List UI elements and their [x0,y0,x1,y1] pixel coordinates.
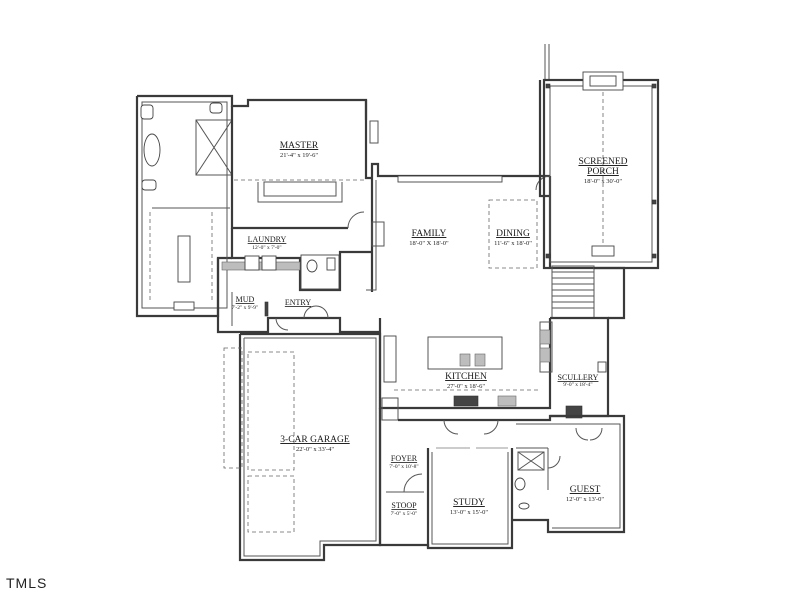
front-rooms: FOYER 7'-0" x 10'-8" STOOP 7'-0" x 5'-0"… [378,397,514,550]
room-label-family: FAMILY [412,229,447,239]
room-dim-laundry: 12'-0" x 7'-0" [252,245,281,251]
stairs [551,265,626,320]
service-wing: LAUNDRY 12'-0" x 7'-0" MUD 7'-2" x 9'-9"… [216,228,380,334]
room-label-kitchen: KITCHEN [445,372,487,382]
room-dim-kitchen: 27'-0" x 18'-6" [447,383,485,390]
screened-porch: SCREENED PORCH 18'-0" x 30'-0" [538,44,660,270]
room-label-study: STUDY [453,498,485,508]
room-dim-scullery: 9'-0" x 18'-4" [563,382,592,388]
room-dim-stoop: 7'-0" x 5'-0" [391,511,418,517]
room-dim-foyer: 7'-0" x 10'-8" [389,464,418,470]
room-label-master: MASTER [280,141,319,151]
room-label-dining: DINING [496,229,530,239]
room-dim-dining: 11'-6" x 18'-0" [494,240,532,247]
family-dining: FAMILY 18'-0" X 18'-0" DINING 11'-6" x 1… [366,162,552,292]
room-label-foyer: FOYER [391,454,418,463]
kitchen: KITCHEN 27'-0" x 18'-6" [378,318,552,410]
room-label-garage: 3-CAR GARAGE [280,435,350,445]
room-dim-garage: 22'-0" x 33'-4" [296,446,334,453]
room-dim-master: 21'-4" x 19'-6" [280,152,318,159]
room-label-entry: ENTRY [285,298,311,307]
room-dim-guest: 12'-0" x 13'-0" [566,496,604,503]
room-label-laundry: LAUNDRY [248,235,287,244]
room-label-mud: MUD [236,295,255,304]
tmls-logo: TMLS [6,575,47,591]
room-label-porch-line2: PORCH [587,167,619,177]
garage: 3-CAR GARAGE 22'-0" x 33'-4" [223,332,382,562]
room-dim-family: 18'-0" X 18'-0" [409,240,449,247]
master-bath-wing [135,94,368,318]
room-dim-mud: 7'-2" x 9'-9" [232,305,259,311]
guest-suite: GUEST 12'-0" x 13'-0" [512,414,626,534]
room-label-guest: GUEST [570,485,601,495]
room-dim-study: 13'-0" x 15'-0" [450,509,488,516]
room-dim-porch: 18'-0" x 30'-0" [584,178,622,185]
master-bedroom: MASTER 21'-4" x 19'-6" [230,100,379,230]
room-label-porch-line1: SCREENED [578,157,627,167]
room-label-scullery: SCULLERY [558,373,599,382]
room-label-stoop: STOOP [391,501,417,510]
